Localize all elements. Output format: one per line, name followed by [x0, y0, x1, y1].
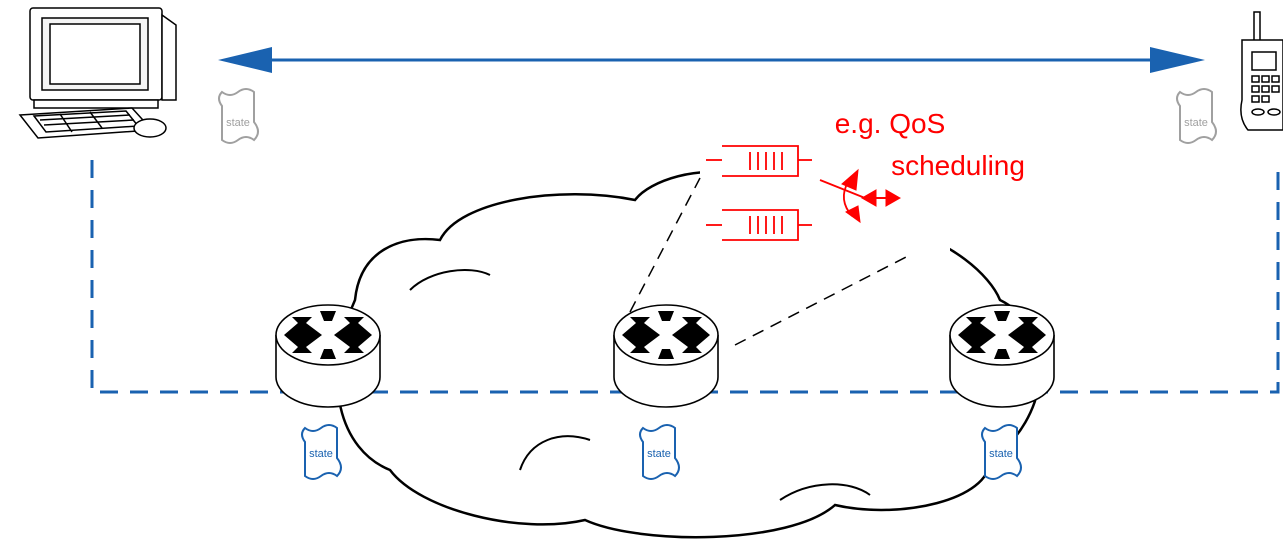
queue-icon-bottom — [706, 209, 812, 241]
end-to-end-arrow — [218, 47, 1205, 73]
host-right-state-label: state — [1184, 117, 1208, 129]
host-left-state-label: state — [226, 117, 250, 129]
mobile-phone-icon — [1240, 11, 1283, 131]
zoom-callout-lines — [629, 177, 911, 346]
router-left-state-label: state — [309, 448, 333, 460]
scheduler-switch-icon — [819, 168, 902, 224]
host-left-state: state — [218, 88, 259, 144]
queue-icon-top — [706, 145, 812, 177]
desktop-computer-icon — [18, 7, 177, 139]
qos-annotation-line2: scheduling — [891, 150, 1025, 181]
router-left-state: state — [301, 424, 342, 480]
qos-annotation-line1: e.g. QoS — [835, 108, 946, 139]
router-right-state-label: state — [989, 448, 1013, 460]
router-right-state: state — [981, 424, 1022, 480]
host-right-state: state — [1176, 88, 1217, 144]
router-middle-state: state — [639, 424, 680, 480]
router-left-icon — [275, 304, 381, 408]
router-middle-icon — [613, 304, 719, 408]
router-right-icon — [949, 304, 1055, 408]
router-middle-state-label: state — [647, 448, 671, 460]
